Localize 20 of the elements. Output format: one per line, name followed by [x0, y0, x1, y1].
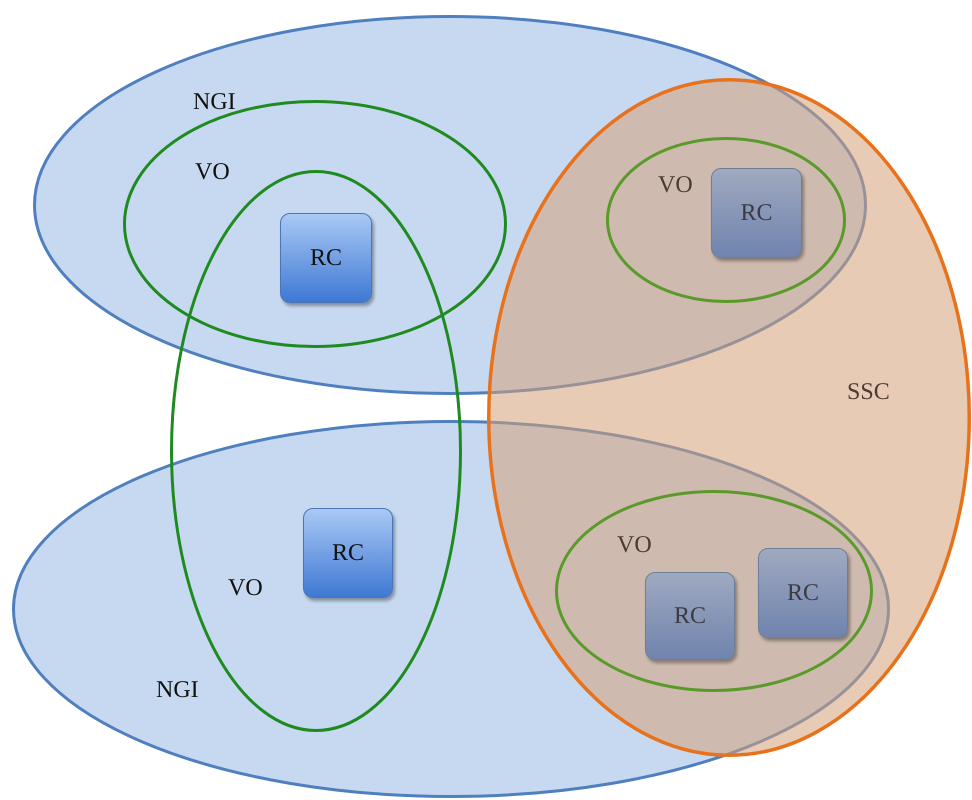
component-label: RC: [786, 580, 819, 606]
component-label: RC: [332, 540, 364, 566]
ellipse-region: [555, 490, 873, 692]
component-box: [645, 572, 735, 660]
region-label: VO: [617, 533, 652, 557]
region-label: VO: [228, 576, 263, 600]
component-box: [711, 168, 802, 258]
region-label: SSC: [847, 380, 890, 404]
ellipse-region: [12, 420, 890, 798]
component-label: RC: [674, 602, 706, 630]
component-box: [303, 508, 393, 598]
region-label: NGI: [156, 678, 199, 702]
component-label: RC: [310, 244, 342, 272]
region-label: VO: [658, 173, 693, 197]
region-label: NGI: [193, 90, 236, 114]
region-label: VO: [195, 160, 230, 184]
component-box: [758, 548, 848, 638]
ellipse-region: [606, 137, 846, 303]
component-box: [280, 213, 372, 303]
component-label: RC: [740, 200, 772, 226]
